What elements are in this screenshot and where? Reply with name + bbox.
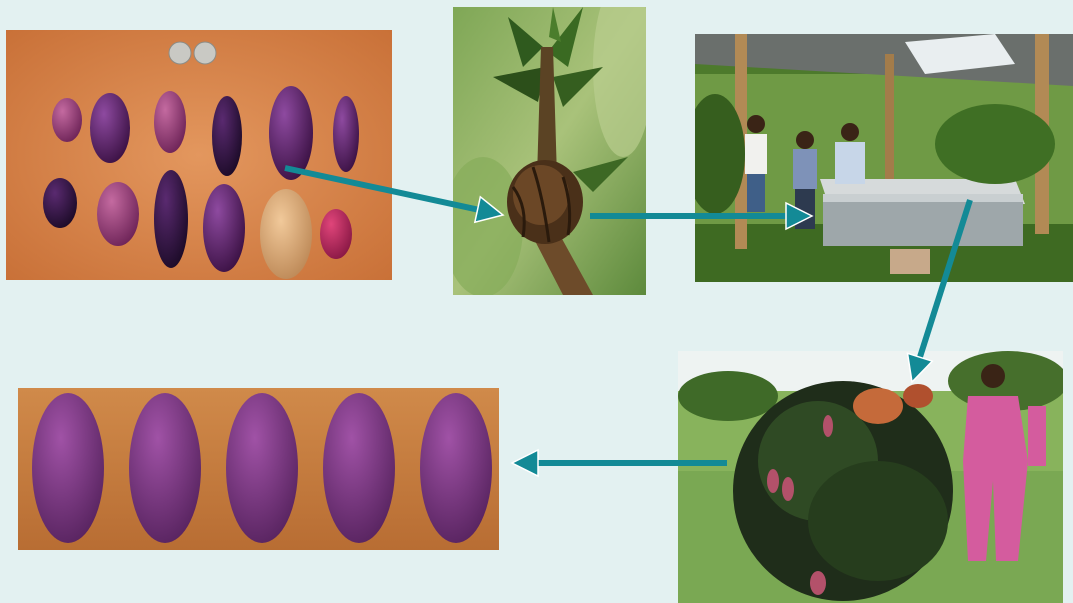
fruit-4 [323,393,395,543]
photo-nursery-shed [695,34,1073,282]
photo-marcott-rooting [453,7,646,295]
photo-fruiting-tree [678,351,1063,603]
fruit-3 [226,393,298,543]
photo-fruit-varieties [6,30,392,280]
fruit-1 [32,393,104,543]
fruit-5 [420,393,492,543]
photo-uniform-fruits [18,388,499,550]
fruit-2 [129,393,201,543]
